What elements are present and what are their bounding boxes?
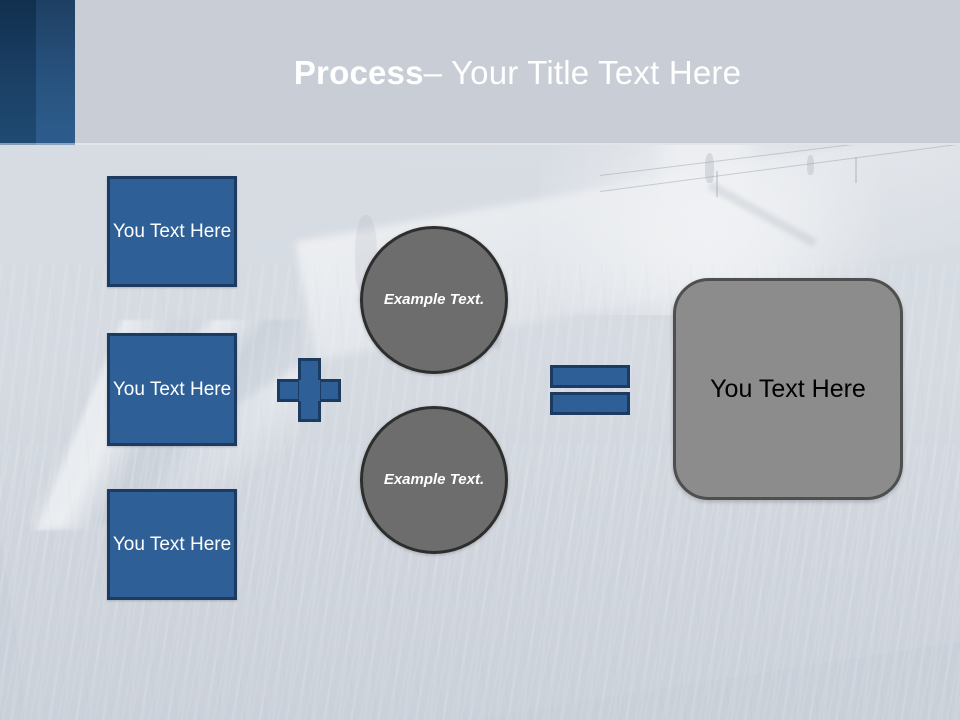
example-circle-2[interactable]: Example Text.: [360, 406, 508, 554]
photo-skier: [807, 155, 814, 175]
photo-lift-pylon: [855, 157, 857, 183]
page-title-emphasis: Process: [293, 53, 424, 91]
input-box-2[interactable]: You Text Here: [107, 333, 237, 446]
title-bar: Process – Your Title Text Here: [0, 0, 960, 145]
equals-icon-top-bar: [550, 365, 630, 388]
photo-sun-ray: [660, 145, 750, 275]
plus-icon-center: [299, 380, 320, 401]
header-stripe-dark: [0, 0, 36, 145]
header-stripe-mid: [36, 0, 75, 145]
page-title-rest: – Your Title Text Here: [423, 53, 742, 91]
input-box-1[interactable]: You Text Here: [107, 176, 237, 287]
equals-icon-bottom-bar: [550, 392, 630, 415]
photo-skier: [705, 153, 714, 183]
equals-icon[interactable]: [550, 365, 630, 415]
result-box[interactable]: You Text Here: [673, 278, 903, 500]
header-underline: [0, 143, 960, 145]
photo-lift-pylon: [716, 171, 718, 197]
input-box-3[interactable]: You Text Here: [107, 489, 237, 600]
example-circle-1[interactable]: Example Text.: [360, 226, 508, 374]
page-title: Process – Your Title Text Here: [75, 0, 960, 145]
plus-icon[interactable]: [277, 358, 341, 422]
